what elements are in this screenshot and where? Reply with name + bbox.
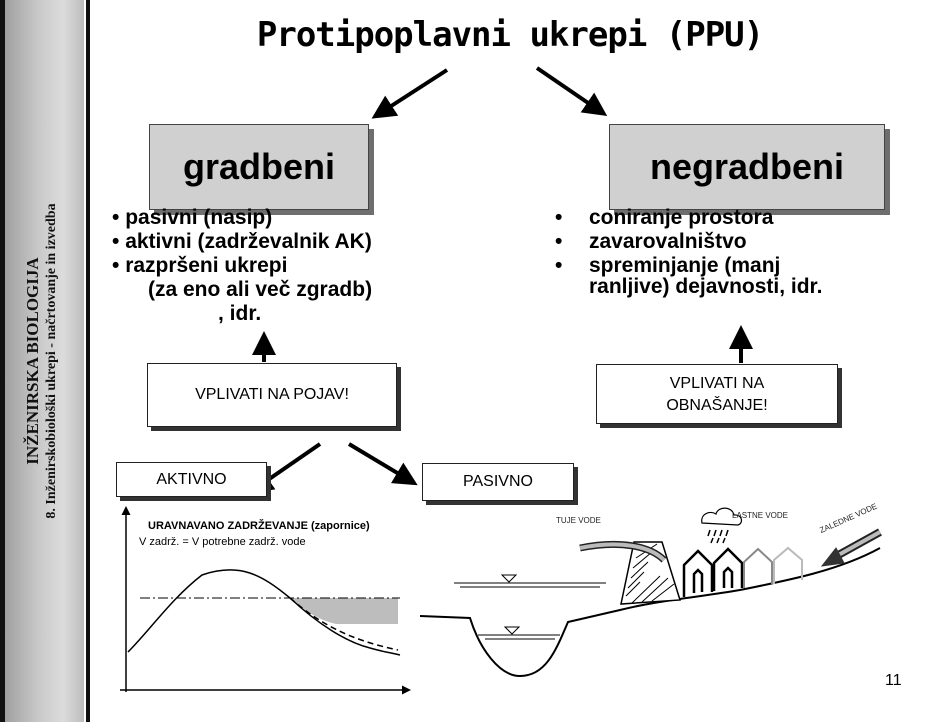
gradbeni-list: • pasivni (nasip) • aktivni (zadrževalni… <box>112 206 372 326</box>
pasivno-box: PASIVNO <box>422 463 574 501</box>
list-item: •spreminjanje (manj <box>555 254 781 277</box>
list-item: •zavarovalništvo <box>555 230 747 253</box>
aktivno-box: AKTIVNO <box>116 462 267 497</box>
list-item-continuation: ranljive) dejavnosti, idr. <box>589 275 823 298</box>
page-number: 11 <box>885 672 902 689</box>
sidebar-border-left <box>0 0 5 722</box>
list-item: • razpršeni ukrepi <box>112 254 288 277</box>
list-item: •coniranje prostora <box>555 206 774 229</box>
arrow-to-negradbeni <box>535 66 608 117</box>
arrow-to-aktivno <box>248 442 322 494</box>
river-scene <box>419 507 882 678</box>
vplivati-pojav-box: VPLIVATI NA POJAV! <box>147 363 397 427</box>
sidebar <box>0 0 84 722</box>
vplivati-obnasanje-box: VPLIVATI NA OBNAŠANJE! <box>596 364 838 424</box>
negradbeni-box: negradbeni <box>609 124 885 210</box>
graph-title: URAVNAVANO ZADRŽEVANJE (zapornice) <box>148 520 370 532</box>
hydrograph <box>120 506 411 695</box>
lastne-vode-label: LASTNE VODE <box>732 511 789 520</box>
gradbeni-box: gradbeni <box>149 124 369 210</box>
slide-title: Protipoplavni ukrepi (PPU) <box>256 15 764 55</box>
list-item-continuation: (za eno ali več zgradb) <box>148 278 373 301</box>
negradbeni-list: •coniranje prostora •zavarovalništvo •sp… <box>555 206 823 298</box>
list-item: • aktivni (zadrževalnik AK) <box>112 230 372 253</box>
graph-equation: V zadrž. = V potrebne zadrž. vode <box>139 536 306 548</box>
sidebar-border-right <box>86 0 90 722</box>
list-item-continuation: , idr. <box>218 302 262 325</box>
tuje-vode-label: TUJE VODE <box>556 516 601 525</box>
arrow-to-pasivno <box>347 442 418 486</box>
list-item: • pasivni (nasip) <box>112 206 273 229</box>
arrow-to-gradbeni <box>371 68 449 119</box>
